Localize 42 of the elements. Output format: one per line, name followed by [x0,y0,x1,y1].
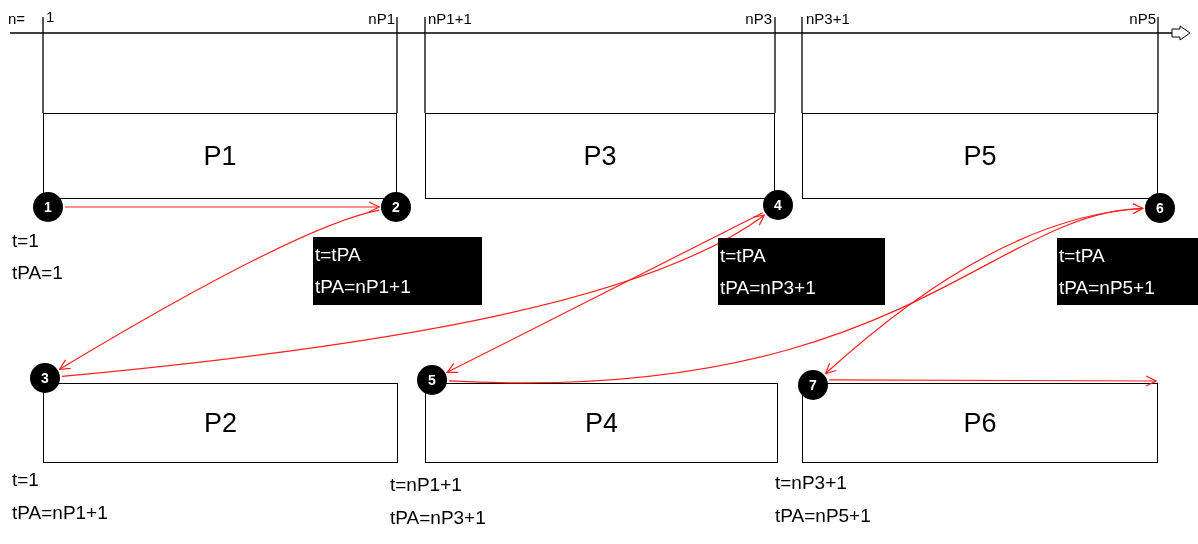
state-note: tPA=nP5+1 [775,504,871,528]
assignment-box [1057,238,1198,305]
arrow [64,201,380,213]
assignment-box [313,237,482,305]
arrow [59,209,380,370]
process-box [425,113,775,199]
state-note: tPA=nP1+1 [12,501,108,525]
state-note: t=1 [12,468,39,492]
process-box [43,113,397,199]
process-label: P5 [963,142,997,170]
assignment-text: tPA=nP3+1 [720,275,817,300]
process-label: P1 [203,142,237,170]
process-label: P6 [963,409,997,437]
axis-tick-label: nP1+1 [428,10,472,28]
state-note: t=nP3+1 [775,471,847,495]
process-box [43,383,398,463]
state-note: tPA=1 [12,261,63,285]
arrow [828,375,1157,387]
process-label: P4 [585,409,618,437]
assignment-text: t=tPA [315,243,362,267]
process-label: P2 [204,409,237,437]
process-label: P3 [583,142,617,170]
process-box [802,113,1158,199]
axis-tick-label: nP3+1 [806,10,850,28]
axis-tick-label: n= [8,10,26,28]
state-note: t=1 [12,229,39,253]
assignment-box [718,238,885,305]
process-box [425,383,778,463]
axis-tick-label: nP1 [368,10,395,28]
axis-tick-label: nP5 [1129,10,1156,28]
arrow [61,214,765,378]
arrow [825,208,1144,375]
axis-tick-label: 1 [46,8,55,26]
arrow [448,204,1144,384]
axis-tick-label: nP3 [745,10,772,28]
state-note: t=nP1+1 [390,473,462,497]
assignment-text: tPA=nP5+1 [1059,275,1156,300]
arrow [446,212,764,373]
assignment-text: t=tPA [1059,243,1106,268]
assignment-text: t=tPA [720,243,767,268]
assignment-text: tPA=nP1+1 [315,275,412,299]
state-note: tPA=nP3+1 [390,506,486,530]
